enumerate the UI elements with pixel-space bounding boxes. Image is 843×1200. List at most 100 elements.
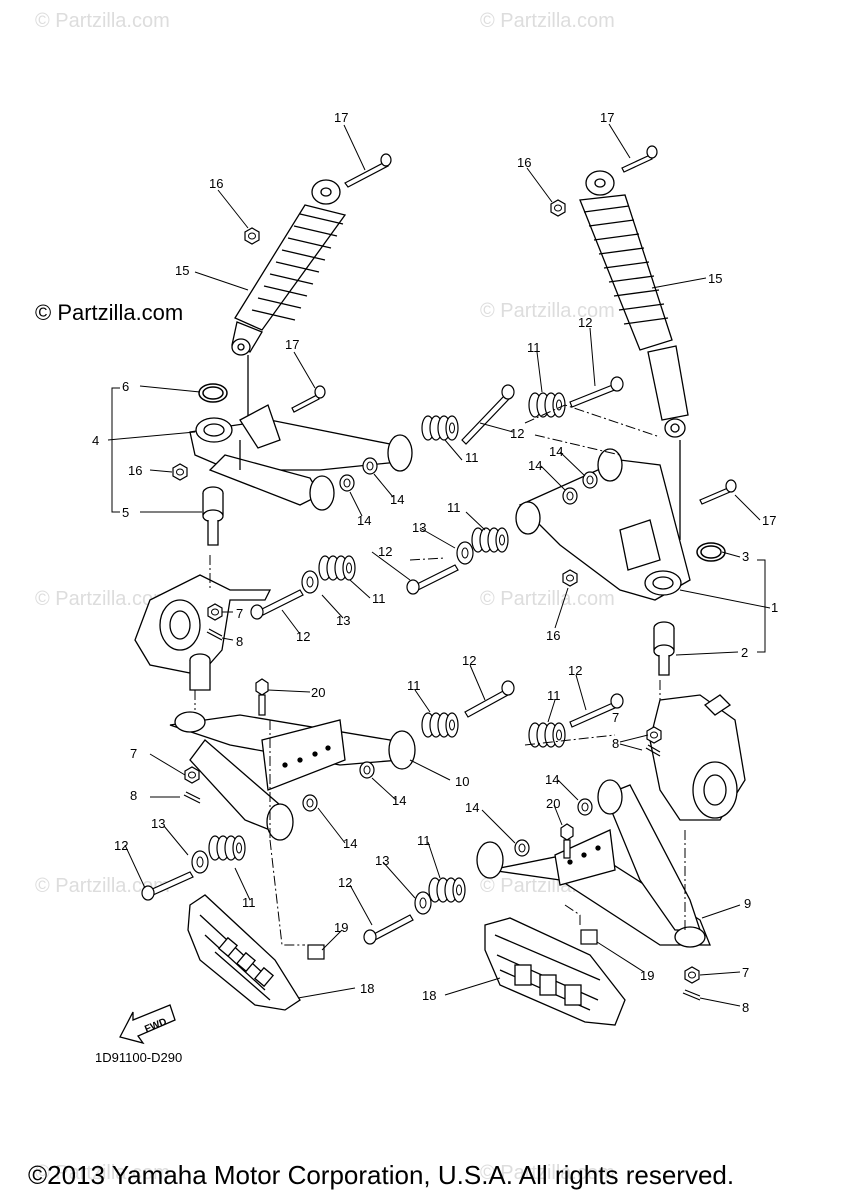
bushing-11 [528, 722, 566, 748]
right-knuckle [649, 694, 746, 821]
callout-16: 16 [517, 155, 531, 170]
callout-12: 12 [510, 426, 524, 441]
callout-8: 8 [742, 1000, 749, 1015]
upper-left-arm [189, 404, 413, 511]
callout-3: 3 [742, 549, 749, 564]
callout-1: 1 [771, 600, 778, 615]
ball-joint-5 [202, 486, 224, 546]
callout-9: 9 [744, 896, 751, 911]
bushing-11 [421, 712, 459, 738]
callout-17: 17 [334, 110, 348, 125]
callout-12: 12 [378, 544, 392, 559]
skid-plate-left [187, 894, 301, 1011]
callout-13: 13 [412, 520, 426, 535]
callout-11: 11 [447, 500, 461, 515]
callout-12: 12 [296, 629, 310, 644]
skid-plate-right [484, 917, 626, 1026]
callout-20: 20 [311, 685, 325, 700]
bolt-12 [250, 589, 304, 620]
callout-14: 14 [465, 800, 479, 815]
washer-13 [414, 891, 432, 915]
collar-14 [577, 798, 593, 816]
callout-16: 16 [546, 628, 560, 643]
callout-8: 8 [612, 736, 619, 751]
watermark: © Partzilla.com [35, 588, 170, 610]
callout-2: 2 [741, 645, 748, 660]
nut-7 [207, 603, 223, 621]
watermark: © Partzilla.com [480, 300, 615, 322]
callout-13: 13 [375, 853, 389, 868]
leader-lines [107, 123, 771, 1007]
callout-17: 17 [600, 110, 614, 125]
watermark: © Partzilla.com [35, 875, 170, 897]
callout-6: 6 [122, 379, 129, 394]
bolt-12 [569, 693, 624, 728]
washer-13 [456, 541, 474, 565]
left-knuckle [134, 574, 272, 691]
bolt-12 [363, 914, 414, 945]
diagram-code: 1D91100-D290 [95, 1050, 183, 1065]
callout-16: 16 [128, 463, 142, 478]
callout-19: 19 [640, 968, 654, 983]
callout-12: 12 [338, 875, 352, 890]
collar-14 [359, 761, 375, 779]
bolt-17 [344, 153, 392, 188]
callout-8: 8 [130, 788, 137, 803]
collar-14 [582, 471, 598, 489]
bushing-11 [421, 415, 459, 441]
nut-7 [646, 726, 662, 744]
callout-11: 11 [465, 450, 479, 465]
callout-14: 14 [528, 458, 542, 473]
nut-16 [172, 463, 188, 481]
nut-16 [244, 227, 260, 245]
callout-8: 8 [236, 634, 243, 649]
ball-joint-2 [653, 621, 675, 676]
callout-11: 11 [527, 340, 541, 355]
bolt-20 [255, 678, 269, 716]
callout-16: 16 [209, 176, 223, 191]
nut-16 [550, 199, 566, 217]
bushing-11 [428, 877, 466, 903]
washer-13 [301, 570, 319, 594]
lower-right-arm [476, 779, 711, 948]
right-shock-absorber [579, 170, 689, 540]
callout-12: 12 [568, 663, 582, 678]
watermark: © Partzilla.com [480, 588, 615, 610]
callout-11: 11 [547, 688, 561, 703]
callout-11: 11 [242, 895, 256, 910]
callout-7: 7 [612, 710, 619, 725]
washer-13 [191, 850, 209, 874]
callout-12: 12 [462, 653, 476, 668]
callout-14: 14 [390, 492, 404, 507]
watermark: © Partzilla.com [35, 1162, 170, 1184]
watermark: © Partzilla.com [35, 10, 170, 32]
watermark: © Partzilla.com [480, 10, 615, 32]
callout-15: 15 [708, 271, 722, 286]
copyright-notice: ©2013 Yamaha Motor Corporation, U.S.A. A… [28, 1160, 735, 1190]
callout-17: 17 [762, 513, 776, 528]
bolt-12 [406, 564, 459, 595]
callout-4: 4 [92, 433, 99, 448]
collar-14 [302, 794, 318, 812]
fwd-arrow: FWD [119, 1004, 176, 1045]
callout-13: 13 [151, 816, 165, 831]
watermark: © Partzilla.com [480, 1162, 615, 1184]
callout-14: 14 [357, 513, 371, 528]
left-shock-absorber [231, 179, 347, 440]
callout-7: 7 [742, 965, 749, 980]
callout-13: 13 [336, 613, 350, 628]
lower-left-arm [169, 711, 416, 841]
nut-16 [562, 569, 578, 587]
assembly-lines [194, 404, 686, 946]
callout-12: 12 [114, 838, 128, 853]
callout-14: 14 [549, 444, 563, 459]
callout-7: 7 [130, 746, 137, 761]
callout-20: 20 [546, 796, 560, 811]
callout-14: 14 [343, 836, 357, 851]
bolt-12 [569, 376, 624, 408]
bolt-20 [560, 823, 574, 859]
callout-7: 7 [236, 606, 243, 621]
bolt-12 [141, 871, 194, 901]
bushing-11 [208, 835, 246, 861]
callout-19: 19 [334, 920, 348, 935]
